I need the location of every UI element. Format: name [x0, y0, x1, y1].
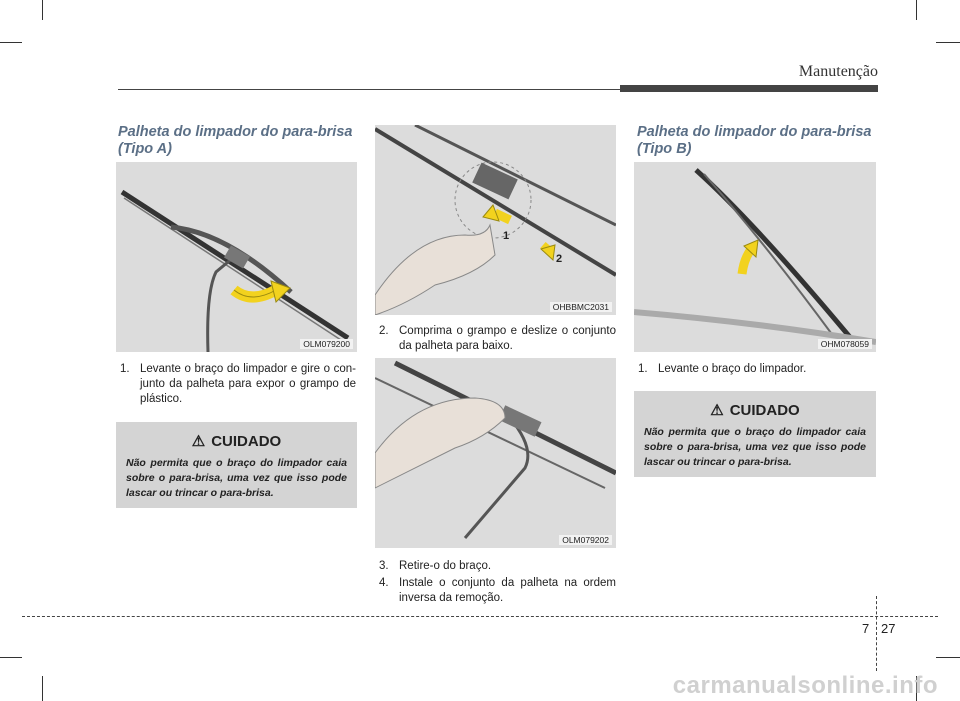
figure-code: OHM078059	[817, 339, 872, 349]
section-title-line1: Palheta do limpador do para-brisa	[118, 124, 353, 140]
caution-box-left: ⚠ CUIDADO Não permita que o braço do limp…	[116, 422, 357, 508]
step-text: Comprima o grampo e deslize o conjunto d…	[399, 325, 616, 352]
caution-text: Não permita que o braço do limpador caia…	[126, 457, 347, 499]
wiper-type-b-illustration	[634, 168, 876, 345]
footer-dashed-line	[22, 616, 938, 617]
caution-text: Não permita que o braço do limpador caia…	[644, 426, 866, 468]
step-1-left: 1. Levante o braço do limpador e gire o …	[120, 362, 356, 407]
footer-vertical-dash	[876, 596, 877, 671]
crop-mark	[0, 42, 22, 43]
step-number: 1.	[120, 363, 130, 375]
crop-mark	[42, 0, 43, 20]
step-1-right: 1. Levante o braço do limpador.	[638, 362, 875, 377]
section-title-line2: (Tipo A)	[118, 141, 172, 157]
caution-box-right: ⚠ CUIDADO Não permita que o braço do limp…	[634, 391, 876, 477]
figure-code: OHBBMC2031	[549, 302, 612, 312]
crop-mark	[916, 676, 917, 701]
step-text: Instale o conjunto da palheta na ordem i…	[399, 577, 616, 604]
step-2-middle: 2. Comprima o grampo e deslize o conjunt…	[379, 324, 616, 354]
step-text: Levante o braço do limpador.	[658, 363, 807, 375]
warning-triangle-icon: ⚠	[710, 402, 724, 419]
watermark: carmanualsonline.info	[672, 672, 938, 699]
crop-mark	[916, 0, 917, 20]
marker-2: 2	[556, 253, 563, 265]
figure-wiper-type-a: OLM079200	[116, 162, 357, 352]
caution-header: ⚠ CUIDADO	[116, 432, 357, 450]
crop-mark	[42, 676, 43, 701]
hand-clip-illustration	[375, 125, 616, 315]
chapter-number: 7	[862, 621, 870, 636]
step-text: Levante o braço do limpador e gire o con…	[140, 363, 356, 405]
step-text: Retire-o do braço.	[399, 560, 492, 572]
caution-header: ⚠ CUIDADO	[634, 401, 876, 419]
step-4-middle: 4. Instale o conjunto da palheta na orde…	[379, 576, 616, 606]
step-3-middle: 3. Retire-o do braço.	[379, 559, 616, 574]
header-title: Manutenção	[798, 63, 878, 80]
figure-wiper-clip: 1 2 OHBBMC2031	[375, 125, 616, 315]
figure-wiper-removal: OLM079202	[375, 358, 616, 548]
crop-mark	[936, 42, 960, 43]
step-number: 3.	[379, 560, 389, 572]
section-title-tipo-a: Palheta do limpador do para-brisa (Tipo …	[118, 124, 363, 158]
crop-mark	[0, 657, 22, 658]
crop-mark	[936, 657, 960, 658]
step-number: 1.	[638, 363, 648, 375]
step-number: 2.	[379, 325, 389, 337]
section-title-tipo-b: Palheta do limpador do para-brisa (Tipo …	[637, 124, 882, 158]
hand-removal-illustration	[375, 360, 616, 539]
wiper-illustration	[120, 189, 350, 352]
warning-triangle-icon: ⚠	[191, 433, 206, 450]
step-number: 4.	[379, 577, 389, 589]
header-rule	[118, 89, 878, 90]
header-bar	[620, 85, 878, 92]
figure-code: OLM079202	[559, 535, 612, 545]
marker-1: 1	[503, 230, 510, 242]
caution-title: CUIDADO	[211, 433, 282, 450]
section-title-line1: Palheta do limpador do para-brisa	[637, 124, 872, 140]
figure-wiper-type-b: OHM078059	[634, 162, 876, 352]
caution-title: CUIDADO	[729, 402, 800, 419]
figure-code: OLM079200	[300, 339, 353, 349]
section-title-line2: (Tipo B)	[637, 141, 692, 157]
page-number: 27	[881, 621, 896, 636]
